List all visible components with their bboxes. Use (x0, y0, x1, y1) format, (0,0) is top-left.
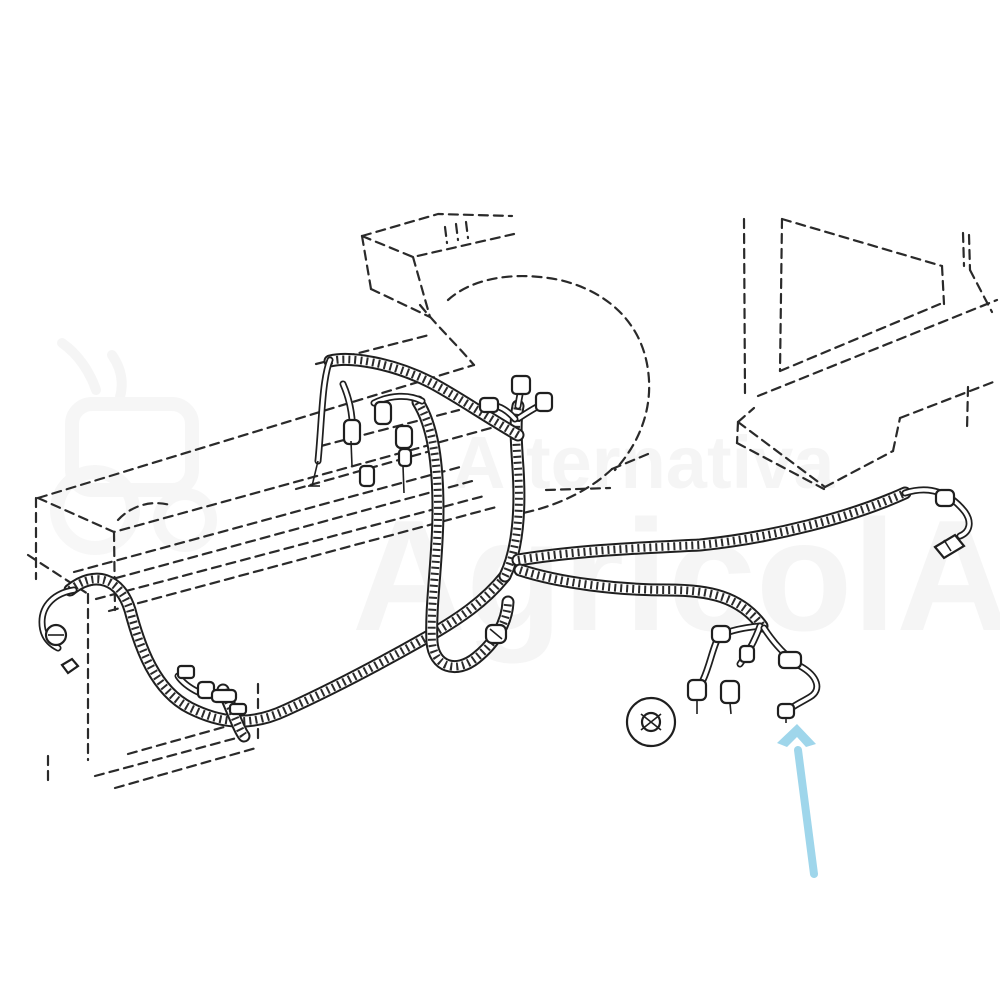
arrow-up-icon (777, 724, 818, 878)
top-center-connectors (478, 374, 554, 414)
main-harness (63, 352, 912, 743)
tractor-logo-icon (50, 338, 217, 555)
right-branch-connectors (933, 488, 966, 560)
harness-splice-connector (484, 623, 508, 645)
round-connector-icon (625, 696, 677, 748)
machine-outline (26, 212, 999, 790)
middle-left-connector-cluster (176, 664, 248, 716)
left-plug-connector (44, 623, 80, 675)
lower-right-sensor-cluster (686, 624, 803, 723)
connectors (44, 374, 966, 748)
upper-left-connector-cluster (308, 400, 414, 494)
watermark-line-2: AgricolA (352, 488, 1000, 664)
